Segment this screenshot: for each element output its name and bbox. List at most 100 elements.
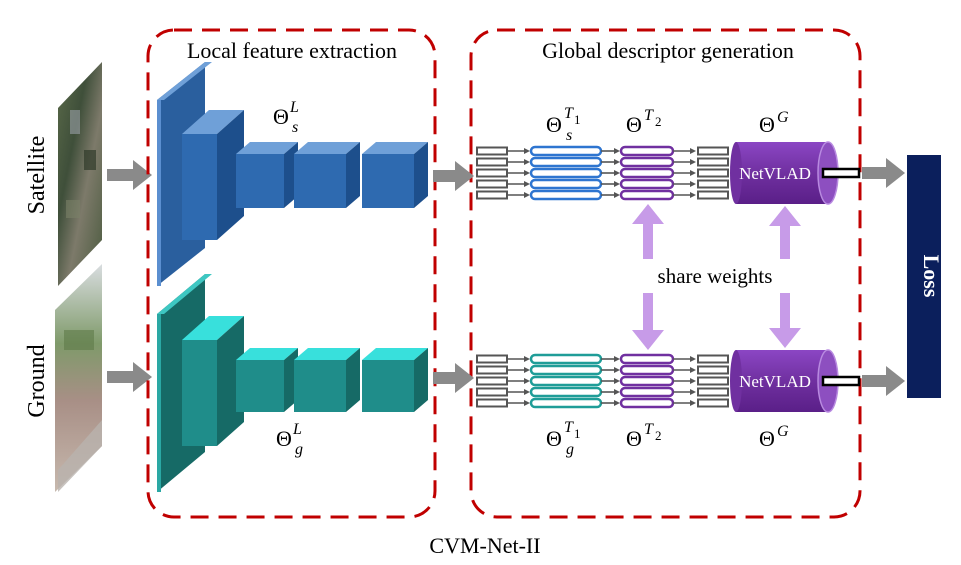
theta-local-satellite: Θ L s	[273, 99, 299, 136]
transform-t2-unit	[619, 386, 675, 398]
transform-t2-unit	[619, 178, 675, 190]
feature-bar	[476, 190, 508, 200]
connector-arrowhead	[614, 148, 620, 154]
transform-t1-unit	[529, 364, 603, 376]
local-feature-box	[146, 28, 437, 519]
transform-t1-unit	[529, 189, 603, 201]
connector-arrowhead	[690, 170, 696, 176]
input-arrow-satellite	[107, 160, 152, 190]
svg-text:Θ: Θ	[273, 104, 289, 129]
feature-bar	[476, 398, 508, 408]
ground-cnn	[157, 274, 428, 492]
feature-bar	[476, 354, 508, 364]
svg-text:Θ: Θ	[546, 426, 562, 451]
svg-text:2: 2	[655, 428, 662, 443]
transform-t2-unit	[619, 145, 675, 157]
connector-arrowhead	[690, 389, 696, 395]
svg-text:Θ: Θ	[276, 426, 292, 451]
svg-text:NetVLAD: NetVLAD	[739, 164, 811, 183]
theta-t1-satellite: Θ T 1 s	[546, 105, 581, 144]
svg-text:Θ: Θ	[626, 112, 642, 137]
connector-arrowhead	[690, 356, 696, 362]
theta-g-satellite: Θ G	[759, 109, 789, 137]
feature-bar	[697, 146, 729, 156]
connector-arrowhead	[614, 378, 620, 384]
connector-arrowhead	[614, 192, 620, 198]
ground-transform-branch	[476, 353, 729, 409]
svg-text:L: L	[289, 99, 299, 116]
feature-bar	[697, 398, 729, 408]
feature-bar	[476, 376, 508, 386]
ground-label: Ground	[24, 344, 50, 417]
feature-bar	[476, 146, 508, 156]
share-weights-box	[632, 259, 798, 293]
feature-bar	[476, 179, 508, 189]
connector-arrowhead	[524, 378, 530, 384]
mid-arrow-ground	[433, 363, 474, 393]
connector-arrowhead	[690, 148, 696, 154]
connector-arrowhead	[690, 378, 696, 384]
transform-t1-unit	[529, 145, 603, 157]
theta-local-ground: Θ L g	[276, 421, 303, 458]
svg-text:G: G	[777, 109, 789, 126]
connector-arrowhead	[614, 367, 620, 373]
svg-text:T: T	[564, 419, 574, 436]
svg-text:Θ: Θ	[626, 426, 642, 451]
transform-t1-unit	[529, 397, 603, 409]
input-arrow-ground	[107, 362, 152, 392]
feature-bar	[697, 365, 729, 375]
transform-t2-unit	[619, 156, 675, 168]
connector-arrowhead	[524, 148, 530, 154]
global-section-title: Global descriptor generation	[542, 38, 794, 63]
transform-t1-unit	[529, 156, 603, 168]
svg-text:s: s	[566, 127, 572, 144]
out-arrow-satellite	[862, 158, 905, 188]
transform-t1-unit	[529, 375, 603, 387]
transform-t1-unit	[529, 353, 603, 365]
connector-arrowhead	[614, 181, 620, 187]
theta-t1-ground: Θ T 1 g	[546, 419, 581, 458]
transform-t1-unit	[529, 178, 603, 190]
connector-arrowhead	[524, 181, 530, 187]
connector-arrowhead	[690, 181, 696, 187]
connector-arrowhead	[524, 356, 530, 362]
svg-text:NetVLAD: NetVLAD	[739, 372, 811, 391]
loss-bar	[907, 155, 941, 398]
svg-text:T: T	[644, 107, 654, 124]
local-section-title: Local feature extraction	[187, 38, 397, 63]
feature-bar	[476, 365, 508, 375]
svg-text:T: T	[564, 105, 574, 122]
connector-arrowhead	[614, 170, 620, 176]
feature-bar	[697, 157, 729, 167]
feature-bar	[697, 190, 729, 200]
satellite-transform-branch	[476, 145, 729, 201]
transform-t2-unit	[619, 189, 675, 201]
share-weights-label: share weights	[658, 264, 773, 288]
descriptor-satellite	[821, 167, 861, 179]
feature-bar	[697, 376, 729, 386]
connector-arrowhead	[690, 159, 696, 165]
svg-text:1: 1	[574, 426, 581, 441]
transform-t2-unit	[619, 397, 675, 409]
svg-text:1: 1	[574, 112, 581, 127]
connector-arrowhead	[690, 192, 696, 198]
feature-bar	[476, 387, 508, 397]
feature-bar	[697, 354, 729, 364]
svg-text:Θ: Θ	[759, 426, 775, 451]
connector-arrowhead	[524, 170, 530, 176]
svg-text:g: g	[295, 441, 303, 458]
connector-arrowhead	[690, 367, 696, 373]
out-arrow-ground	[862, 366, 905, 396]
connector-arrowhead	[614, 400, 620, 406]
svg-text:T: T	[644, 421, 654, 438]
connector-arrowhead	[614, 159, 620, 165]
connector-arrowhead	[524, 192, 530, 198]
svg-text:Θ: Θ	[546, 112, 562, 137]
satellite-cnn	[157, 62, 428, 286]
satellite-image	[58, 62, 102, 286]
connector-arrowhead	[524, 367, 530, 373]
feature-bar	[476, 157, 508, 167]
connector-arrowhead	[614, 389, 620, 395]
global-descriptor-box	[469, 28, 862, 519]
